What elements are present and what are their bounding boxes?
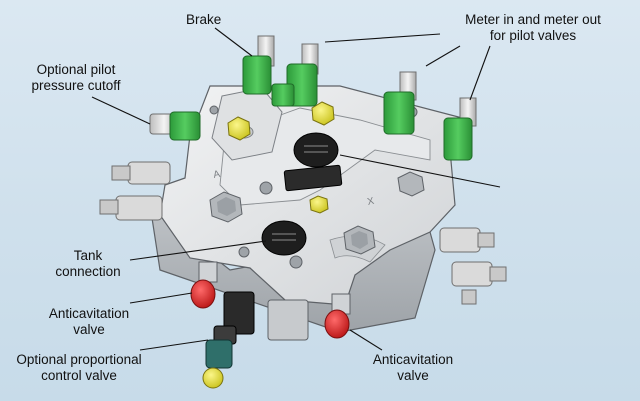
label-pilot-line2: pressure cutoff [31,78,121,93]
anticavitation-valve-left [190,261,218,309]
yellow-screws [227,101,335,214]
label-proportional-line2: control valve [41,368,117,383]
label-anticav-left-line2: valve [73,322,105,337]
label-anticav-right-line2: valve [397,368,429,383]
pressure-cutoff-valve [149,111,201,141]
label-anticavitation-left: Anticavitation valve [34,306,144,338]
brake-valve [242,35,275,95]
pilot-valve-right-2 [443,97,477,161]
mark-x: X [366,196,375,208]
label-proportional-line1: Optional proportional [16,352,142,367]
green-pilot-valves [149,35,477,161]
pilot-valve-top-center [271,43,319,107]
label-proportional-valve: Optional proportional control valve [4,352,154,384]
label-pilot-cutoff: Optional pilot pressure cutoff [14,62,138,94]
proportional-control-valve [202,291,255,389]
mark-a: A [212,169,221,181]
left-fittings [99,161,171,221]
label-meter-line2: for pilot valves [489,28,577,43]
label-brake-text: Brake [186,12,222,27]
pilot-port-plug [293,132,339,168]
valve-block: A X [149,85,471,333]
label-tank-line2: connection [55,264,121,279]
hex-plug-right [343,225,376,255]
label-anticavitation-right: Anticavitation valve [358,352,468,384]
label-anticav-right-line1: Anticavitation [372,352,454,367]
label-meter-in-out: Meter in and meter out for pilot valves [448,12,618,44]
label-anticav-left-line1: Anticavitation [48,306,130,321]
label-pilot-line1: Optional pilot [36,62,116,77]
hex-plug-far-right [397,171,425,197]
label-meter-line1: Meter in and meter out [465,12,601,27]
name-plate [283,164,343,192]
pilot-valve-right-1 [383,71,417,135]
label-tank-connection: Tank connection [44,248,132,280]
right-fittings [439,227,507,305]
hex-plug-left [209,191,243,223]
bottom-components [190,261,351,389]
label-brake: Brake [186,12,221,28]
anticavitation-valve-right [324,293,351,339]
label-tank-line1: Tank [73,248,103,263]
tank-connection-plug [261,220,307,256]
leader-lines [91,27,501,351]
